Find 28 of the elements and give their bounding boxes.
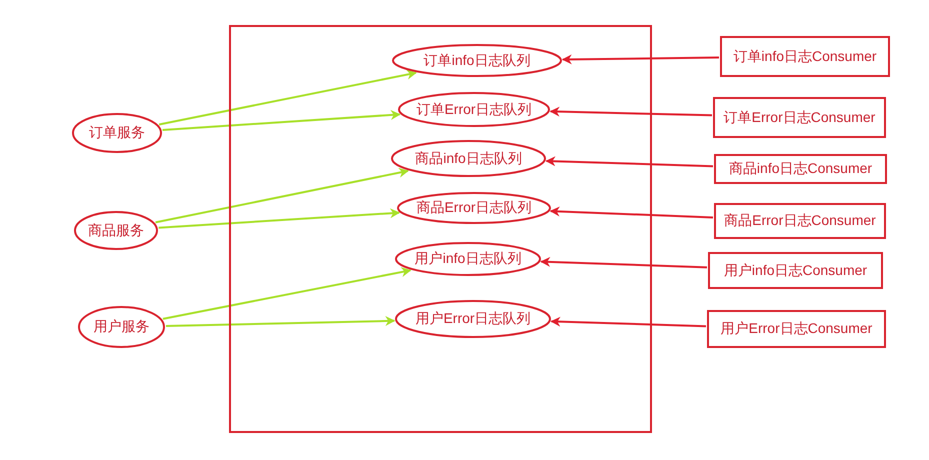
- consumer-box: 商品Error日志Consumer: [714, 203, 886, 239]
- consumer-box: 商品info日志Consumer: [714, 154, 887, 184]
- arrow: [166, 316, 396, 327]
- consumer-box: 订单info日志Consumer: [720, 36, 890, 77]
- queue-ellipse: 用户Error日志队列: [395, 300, 551, 338]
- consumer-box: 用户Error日志Consumer: [707, 310, 886, 348]
- arrow: [158, 70, 417, 126]
- arrow: [162, 267, 412, 320]
- arrow: [562, 54, 720, 64]
- consumer-box: 用户info日志Consumer: [708, 252, 883, 289]
- arrow: [162, 110, 401, 131]
- queue-ellipse: 商品Error日志队列: [397, 192, 551, 224]
- service-ellipse: 商品服务: [74, 211, 158, 250]
- arrow: [550, 106, 712, 117]
- service-ellipse: 订单服务: [72, 113, 162, 153]
- arrow: [540, 256, 708, 268]
- queue-ellipse: 订单Error日志队列: [398, 92, 550, 127]
- queue-ellipse: 用户info日志队列: [395, 242, 541, 276]
- arrow: [545, 156, 714, 168]
- queue-ellipse: 商品info日志队列: [391, 140, 546, 177]
- service-ellipse: 用户服务: [78, 306, 165, 348]
- arrow: [158, 208, 400, 229]
- arrow: [550, 316, 706, 328]
- arrow: [155, 168, 409, 224]
- arrow: [550, 206, 714, 218]
- consumer-box: 订单Error日志Consumer: [713, 97, 886, 138]
- container-box: [229, 25, 652, 433]
- queue-ellipse: 订单info日志队列: [392, 44, 562, 77]
